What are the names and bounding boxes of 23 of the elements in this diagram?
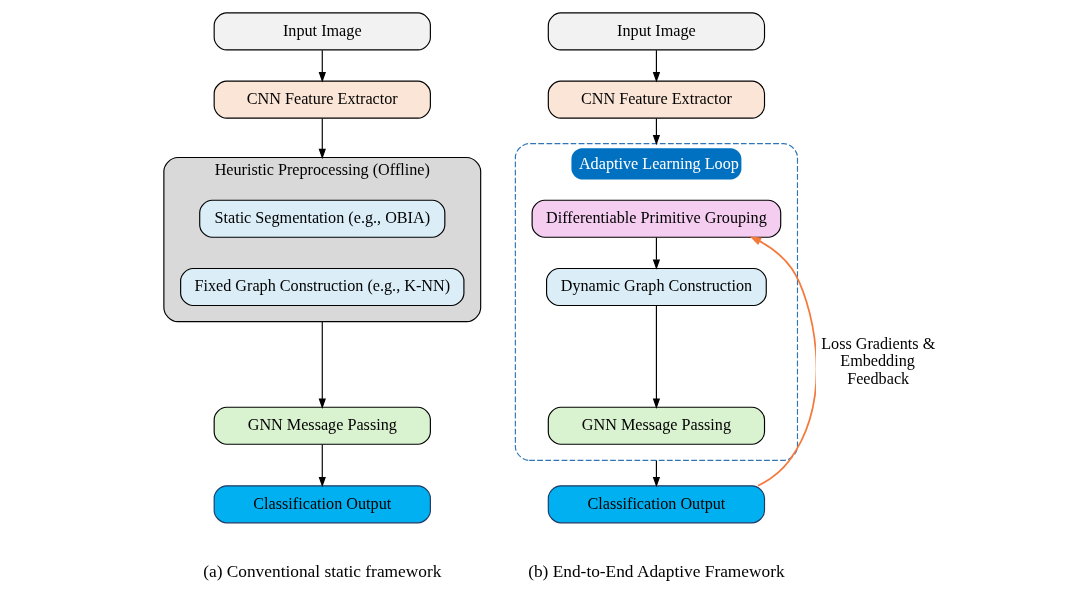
arrow: [652, 49, 660, 83]
node-box: Classification Output: [213, 485, 431, 524]
arrow: [652, 237, 660, 270]
arrow: [749, 236, 817, 487]
arrow: [652, 305, 660, 409]
edge-label: Loss Gradients & Embedding Feedback: [820, 335, 935, 387]
node-box: Fixed Graph Construction (e.g., K-NN): [179, 267, 464, 307]
node-box: Input Image: [213, 12, 431, 51]
arrow: [318, 118, 326, 160]
node-box: Input Image: [547, 12, 765, 51]
label: (b) End-to-End Adaptive Framework: [527, 561, 785, 581]
arrow: [318, 49, 326, 83]
node-box: GNN Message Passing: [213, 406, 431, 445]
node-box: Differentiable Primitive Grouping: [531, 199, 781, 238]
node-box: Dynamic Graph Construction: [545, 267, 767, 307]
arrow: [318, 444, 326, 488]
node-box: CNN Feature Extractor: [547, 80, 765, 119]
node-box: Classification Output: [547, 485, 765, 524]
node-box: GNN Message Passing: [547, 406, 765, 445]
label: (a) Conventional static framework: [202, 561, 441, 581]
node-box: Static Segmentation (e.g., OBIA): [198, 199, 445, 238]
arrow: [318, 321, 326, 409]
node-box: CNN Feature Extractor: [213, 80, 431, 119]
